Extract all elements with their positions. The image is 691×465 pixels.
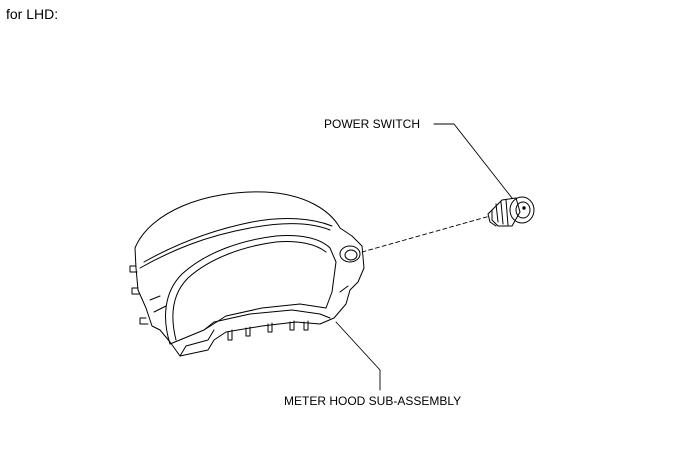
hood-clip-bottom-3 bbox=[267, 322, 273, 333]
hood-inner-opening bbox=[165, 235, 337, 345]
hood-lower-lip bbox=[179, 329, 215, 357]
power-switch-label: POWER SWITCH bbox=[324, 117, 420, 131]
switch-body bbox=[491, 197, 521, 227]
hood-outline bbox=[134, 191, 365, 357]
meter-hood-leader bbox=[335, 321, 381, 391]
hood-clip-left-3 bbox=[139, 317, 149, 325]
hood-clip-left-1 bbox=[129, 265, 138, 273]
hood-top-edge bbox=[143, 218, 333, 263]
switch-button bbox=[515, 201, 531, 219]
switch-face bbox=[509, 196, 535, 224]
hood-clip-bottom-4 bbox=[289, 320, 295, 331]
hood-rib-2 bbox=[153, 305, 167, 313]
power-switch-part bbox=[487, 196, 535, 227]
meter-hood-label: METER HOOD SUB-ASSEMBLY bbox=[284, 394, 462, 408]
hood-clip-bottom-2 bbox=[245, 326, 251, 337]
switch-ribs bbox=[495, 199, 509, 226]
switch-mount-hole bbox=[339, 245, 361, 263]
page-header: for LHD: bbox=[6, 6, 59, 22]
hood-lower-ledge bbox=[203, 309, 331, 331]
switch-indicator bbox=[522, 206, 526, 210]
switch-mount-hole-inner bbox=[344, 249, 358, 261]
hood-clip-bottom-5 bbox=[303, 320, 309, 331]
hood-clip-left-2 bbox=[131, 287, 140, 295]
hood-rib-3 bbox=[339, 285, 349, 293]
hood-top-seam bbox=[139, 223, 331, 269]
meter-hood-sub-assembly bbox=[129, 191, 365, 357]
hood-rib-1 bbox=[149, 295, 161, 301]
switch-connector bbox=[487, 209, 497, 227]
assembly-line bbox=[361, 215, 491, 253]
hood-inner-rim bbox=[172, 241, 327, 341]
power-switch-leader bbox=[433, 123, 513, 199]
hood-clip-bottom-1 bbox=[227, 329, 233, 341]
